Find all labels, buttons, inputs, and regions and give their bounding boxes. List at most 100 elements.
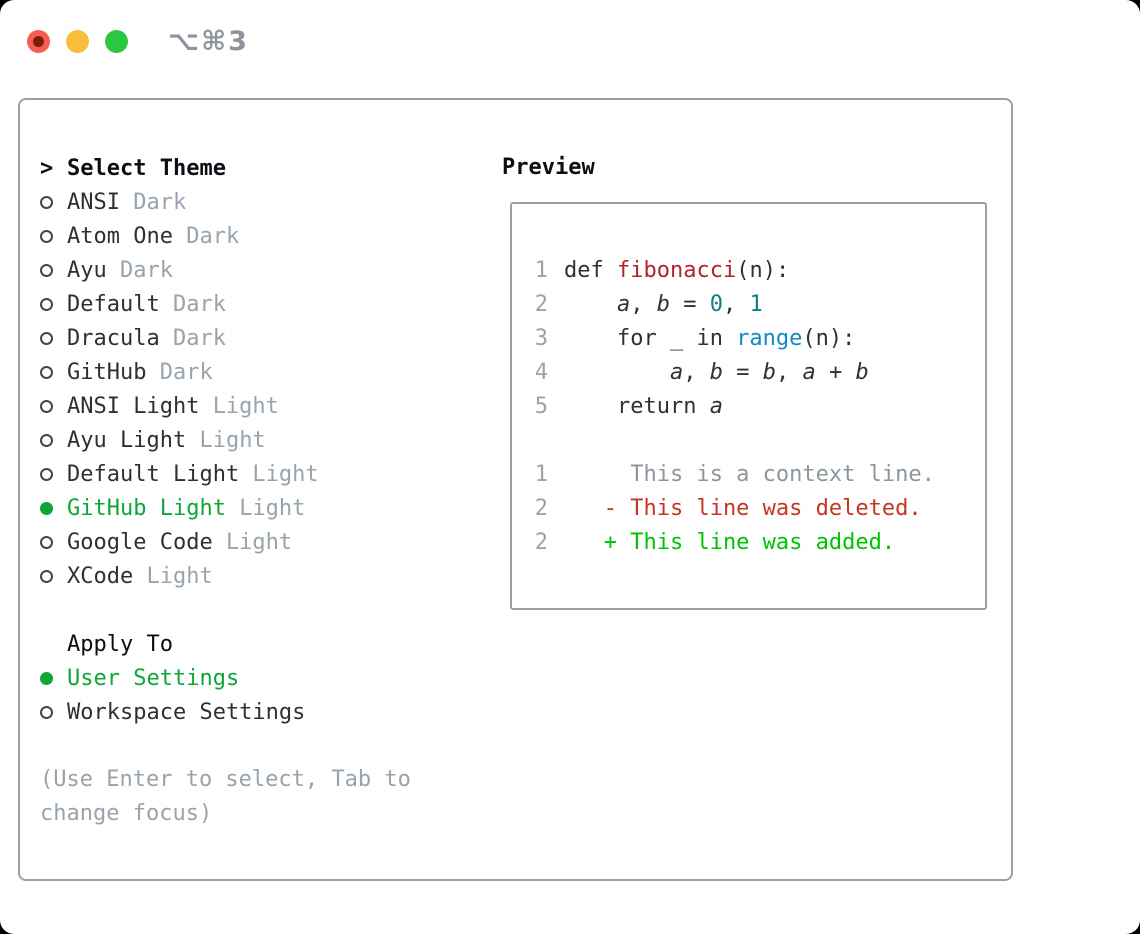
code-token: fibonacci [616,258,737,283]
preview-title: Preview [502,155,595,180]
code-line: 1 This is a context line. [522,458,985,492]
radio-unselected-icon [40,297,53,311]
code-token: return [564,394,710,419]
line-number: 2 [534,496,548,521]
theme-variant: Dark [159,359,213,385]
radio-selected-icon [40,671,53,685]
code-token: 0 [709,292,723,317]
code-token: b [762,360,776,385]
line-number: 2 [534,292,548,317]
theme-item[interactable]: Default Dark [40,287,486,321]
theme-name: ANSI Light [67,393,200,419]
apply-to-header-row: Apply To [40,627,486,661]
radio-unselected-icon [40,195,53,209]
theme-variant: Light [146,563,213,589]
radio-unselected-icon [40,467,53,481]
code-text: return a [564,394,723,419]
code-token [564,360,670,385]
code-line: 4 a, b = b, a + b [522,356,985,390]
code-line: 3 for _ in range(n): [522,322,985,356]
code-token: = [669,292,710,317]
theme-variant: Dark [172,325,226,351]
theme-variant: Light [199,427,266,453]
code-token: b [855,360,869,385]
theme-item[interactable]: Google Code Light [40,525,486,559]
theme-item[interactable]: Ayu Dark [40,253,486,287]
hint-line-2: change focus) [40,801,213,826]
theme-name: Default [67,291,160,317]
code-token: a [709,394,723,419]
code-text: def fibonacci(n): [564,258,789,283]
line-number: 2 [534,530,548,555]
code-token: def [564,258,617,283]
code-line [522,424,985,458]
code-token: 1 [749,292,763,317]
radio-unselected-icon [40,705,53,719]
code-token: b [656,292,670,317]
code-token: , [630,292,657,317]
theme-item[interactable]: Ayu Light Light [40,423,486,457]
theme-name: ANSI [67,189,120,215]
close-button-icon[interactable] [27,30,50,53]
code-token: for _ in [564,326,737,351]
code-token: This is a context line. [564,462,935,487]
theme-item[interactable]: GitHub Light Light [40,491,486,525]
code-token: a [616,292,631,317]
theme-variant: Dark [119,257,173,283]
apply-option[interactable]: Workspace Settings [40,695,486,729]
line-number: 1 [534,462,548,487]
code-token: , [683,360,710,385]
theme-variant: Dark [133,189,187,215]
spacer [40,593,486,627]
zoom-button-icon[interactable] [105,30,128,53]
apply-to-title: Apply To [67,631,173,657]
radio-selected-icon [40,501,53,515]
theme-variant: Light [225,529,293,555]
code-text: + This line was added. [564,530,895,555]
minimize-button-icon[interactable] [66,30,89,53]
code-token: , [775,360,803,385]
code-token: , [722,292,750,317]
theme-name: Ayu Light [67,427,187,453]
code-token: - This line was deleted. [564,496,922,521]
code-line: 2 + This line was added. [522,526,985,560]
radio-unselected-icon [40,229,53,243]
line-number: 5 [534,394,548,419]
theme-item[interactable]: ANSI Light Light [40,389,486,423]
code-token: + [815,360,856,385]
radio-unselected-icon [40,399,53,413]
theme-name: GitHub Light [67,495,226,521]
theme-variant: Dark [172,291,226,317]
code-line: 2 a, b = 0, 1 [522,288,985,322]
theme-name: Google Code [67,529,213,555]
line-number: 3 [534,326,548,351]
keyboard-hint: (Use Enter to select, Tab to change focu… [40,763,486,831]
code-token: + This line was added. [564,530,896,555]
line-number: 4 [534,360,548,385]
theme-name: Ayu [67,257,107,283]
apply-option[interactable]: User Settings [40,661,486,695]
apply-option-label: User Settings [67,665,240,691]
theme-variant: Light [239,495,306,521]
theme-name: Default Light [67,461,240,487]
radio-unselected-icon [40,569,53,583]
apply-option-label: Workspace Settings [67,699,306,725]
window-titlebar: ⌥⌘3 [0,0,1140,57]
code-token: = [722,360,763,385]
theme-item[interactable]: ANSI Dark [40,185,486,219]
code-line: 2 - This line was deleted. [522,492,985,526]
theme-variant: Light [212,393,279,419]
code-token: (n): [736,258,790,283]
code-token: (n): [802,326,856,351]
